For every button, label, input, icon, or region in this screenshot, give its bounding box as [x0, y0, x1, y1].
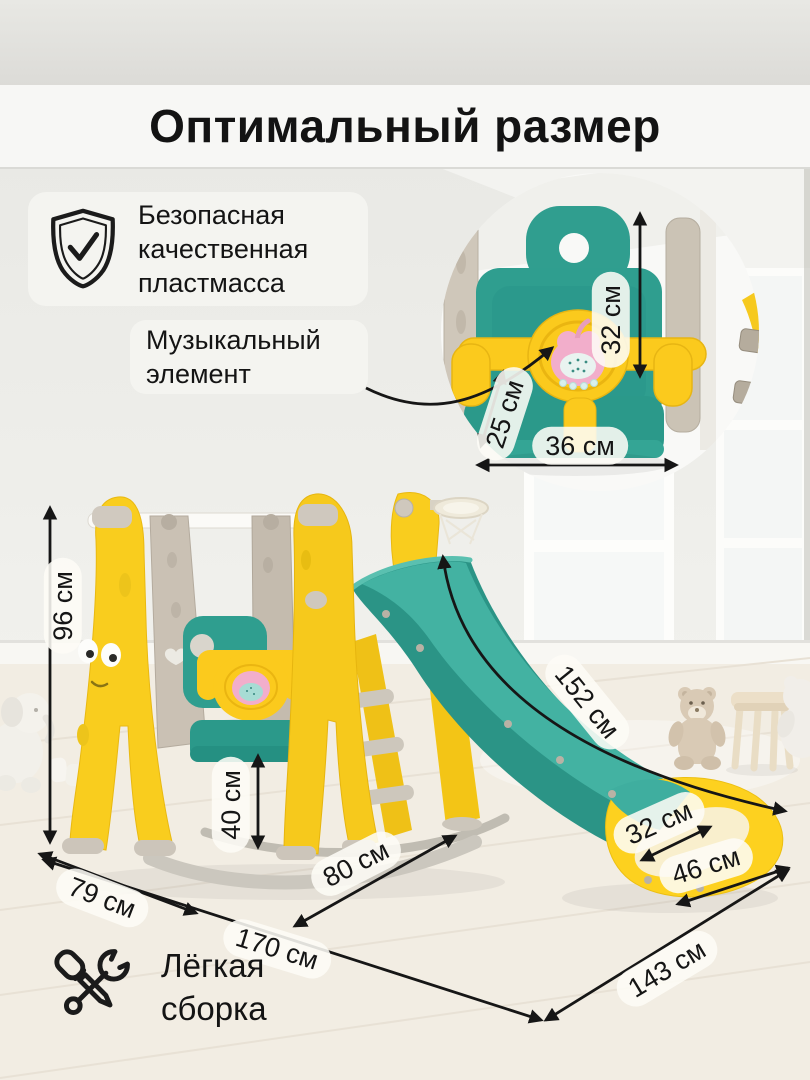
shield-check-icon: [51, 208, 115, 289]
safety-line-2: качественная: [138, 234, 309, 264]
basketball-hoop: [430, 497, 489, 545]
dimension-label-seat-height: 40 см: [211, 757, 251, 853]
music-line-2: элемент: [146, 359, 251, 389]
safety-line-3: пластмасса: [138, 268, 285, 298]
ceiling-strip: [0, 0, 810, 85]
assembly-text: Лёгкая сборка: [161, 944, 267, 1030]
assembly-line-1: Лёгкая: [161, 947, 265, 984]
swing-illustration: [62, 493, 379, 860]
inset-swing-part: [742, 282, 759, 458]
music-pointer-line: [365, 346, 555, 406]
dimension-label-inset-backrest-height: 32 см: [591, 272, 631, 368]
page-title: Оптимальный размер: [149, 100, 661, 152]
screwdriver-wrench-icon: [54, 949, 130, 1016]
music-line-1: Музыкальный: [146, 325, 321, 355]
music-badge: Музыкальный элемент: [130, 320, 368, 394]
easy-assembly-note: Лёгкая сборка: [43, 938, 267, 1036]
safety-badge: Безопасная качественная пластмасса: [28, 192, 368, 306]
safety-line-1: Безопасная: [138, 200, 285, 230]
dimension-label-inset-seat-width: 36 см: [532, 426, 628, 466]
safety-badge-text: Безопасная качественная пластмасса: [138, 198, 308, 300]
wall-corner: [804, 160, 810, 670]
swing-leg-left: [69, 496, 173, 851]
swing-leg-right: [283, 493, 379, 855]
plush-elephant: [0, 693, 83, 793]
title-band: Оптимальный размер: [0, 85, 810, 169]
swing-seat: [183, 616, 308, 762]
assembly-line-2: сборка: [161, 990, 267, 1027]
dimension-label-frame-height: 96 см: [43, 558, 83, 654]
music-badge-text: Музыкальный элемент: [146, 323, 321, 391]
